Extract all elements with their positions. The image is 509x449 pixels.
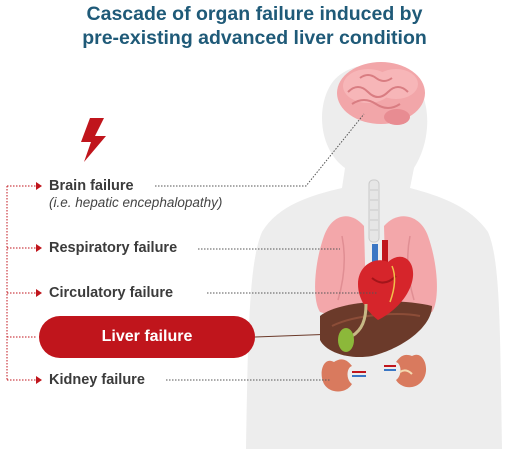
trachea — [368, 179, 380, 243]
label-brain-note: (i.e. hepatic encephalopathy) — [49, 195, 223, 210]
label-circulatory-failure: Circulatory failure — [49, 285, 174, 301]
brain-organ — [337, 62, 425, 125]
liver-leader-line — [254, 333, 337, 338]
label-liver-failure: Liver failure — [101, 328, 193, 345]
heart-organ — [358, 240, 414, 320]
label-respiratory-failure: Respiratory failure — [49, 240, 178, 256]
label-kidney-failure: Kidney failure — [49, 372, 145, 388]
kidneys-organ — [321, 354, 427, 392]
leader-lines — [155, 113, 378, 381]
title-line-2: pre-existing advanced liver condition — [82, 27, 427, 49]
diagram-title: Cascade of organ failure induced by pre-… — [0, 2, 509, 50]
lightning-bolt-icon — [81, 118, 106, 162]
connector-bracket — [6, 185, 36, 381]
title-line-1: Cascade of organ failure induced by — [86, 3, 423, 25]
connector-arrowheads — [36, 182, 42, 384]
liver-failure-badge: Liver failure — [39, 316, 255, 358]
gallbladder-organ — [338, 303, 368, 352]
label-brain-failure: Brain failure — [49, 178, 134, 194]
